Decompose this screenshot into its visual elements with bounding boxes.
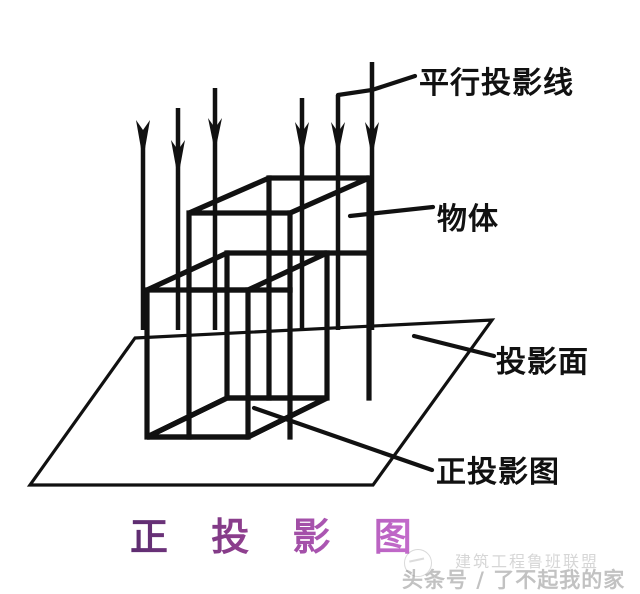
arrowhead-6 [365,122,379,158]
box-bottom-face [145,395,329,440]
label-orthographic-view: 正投影图 [436,455,560,490]
label-projection-plane: 投影面 [496,345,589,380]
leader-object [347,204,436,219]
leader-plane [411,333,497,359]
arrowhead-3 [208,118,222,152]
label-object: 物体 [437,202,499,237]
leader-ortho [251,405,435,473]
arrowhead-4 [295,122,309,158]
leader-lines [251,73,497,473]
figure-caption: 正 投 影 图 [130,506,427,561]
object-wireframe [144,175,372,440]
arrowhead-1 [136,120,150,160]
orthographic-projection-outline [145,395,329,440]
projection-plane-shape [26,318,496,487]
arrowhead-5 [331,122,345,156]
leader-parallel-rays [335,73,418,98]
arrowhead-2 [171,140,185,178]
ray-arrowheads [136,118,379,178]
label-parallel-rays: 平行投影线 [419,66,574,101]
